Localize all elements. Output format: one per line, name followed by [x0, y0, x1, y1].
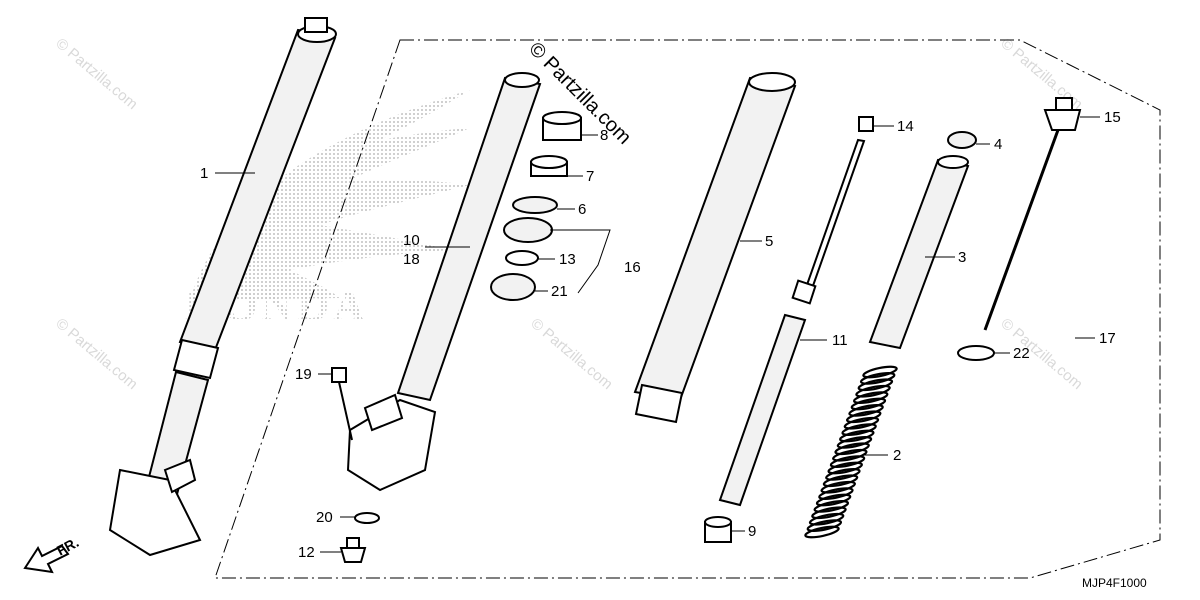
callout-8: 8	[600, 127, 608, 144]
callout-15: 15	[1104, 109, 1121, 126]
callout-4: 4	[994, 136, 1002, 153]
callout-18: 18	[403, 251, 420, 268]
callout-7: 7	[586, 168, 594, 185]
spring-coil	[818, 487, 854, 500]
spring-coil	[813, 500, 850, 513]
callout-9: 9	[748, 523, 756, 540]
fork-spring-part-2	[804, 365, 898, 539]
damper-rod-part-11	[718, 138, 866, 507]
front-direction-marker: FR.	[23, 534, 81, 574]
assembly-boundary	[214, 39, 1161, 579]
cap-bolt-part-15	[983, 97, 1082, 331]
spring-coil	[855, 384, 891, 398]
watermark-faint-ml: © Partzilla.com	[52, 315, 140, 393]
spring-coil	[836, 436, 873, 449]
spring-coil	[827, 461, 863, 475]
callout-11: 11	[832, 332, 848, 349]
spring-coil	[841, 423, 877, 436]
washer-part-20	[354, 512, 380, 524]
nut-part-14	[858, 116, 874, 132]
spring-coil	[839, 429, 875, 443]
ring-part-22	[957, 345, 995, 361]
callout-10: 10	[403, 232, 420, 249]
dust-seal-part-21	[490, 273, 536, 301]
spring-coil	[850, 397, 887, 411]
spring-coil	[862, 365, 898, 379]
bushing-part-8	[542, 111, 582, 141]
spring-coil	[829, 455, 866, 468]
callout-3: 3	[958, 249, 966, 266]
spring-coil	[825, 468, 861, 481]
spring-coil	[843, 416, 880, 430]
diagram-code: MJP4F1000	[1082, 576, 1147, 590]
spring-coil	[852, 391, 889, 404]
callout-6: 6	[578, 201, 586, 218]
pipe-part-3	[868, 155, 970, 350]
spring-coil	[804, 525, 840, 539]
spring-coil	[857, 378, 894, 392]
callout-1: 1	[200, 165, 208, 182]
washer-part-6	[512, 196, 558, 214]
spring-coil	[848, 404, 884, 417]
spring-coil	[834, 442, 870, 456]
callout-19: 19	[295, 366, 312, 383]
spring-coil	[846, 410, 882, 424]
spring-coil	[811, 506, 847, 520]
callouts: 1 2 3 4 5 6 7 8 9 10 11 12 13 14 15 16 1…	[200, 109, 1121, 561]
drain-bolt-part-12	[339, 537, 367, 563]
callout-12: 12	[298, 544, 315, 561]
callout-22: 22	[1013, 345, 1030, 362]
callout-13: 13	[559, 251, 576, 268]
spring-coil	[820, 480, 856, 494]
spring-coil	[822, 474, 859, 488]
fork-assembly-part-1	[108, 17, 337, 557]
watermark-faint-mc: © Partzilla.com	[527, 315, 615, 393]
callout-5: 5	[765, 233, 773, 250]
watermark-faint-tl: © Partzilla.com	[52, 35, 140, 113]
callout-16: 16	[624, 259, 641, 276]
collar-part-4	[947, 131, 977, 149]
spring-coil	[806, 519, 843, 532]
bushing-part-7	[530, 155, 568, 177]
callout-21: 21	[551, 283, 568, 300]
spring-coil	[859, 372, 896, 385]
oil-seal-kit-part-16-seal	[503, 217, 553, 243]
watermark-faint-mr: © Partzilla.com	[997, 315, 1085, 393]
callout-14: 14	[897, 118, 914, 135]
bolt-part-19	[331, 367, 353, 441]
spring-coil	[815, 493, 852, 507]
leader-lines	[215, 116, 1100, 553]
callout-20: 20	[316, 509, 333, 526]
spring-coil	[832, 448, 868, 462]
spring-coil	[808, 512, 845, 526]
piece-part-9	[704, 516, 732, 543]
callout-17: 17	[1099, 330, 1116, 347]
inner-tube-part-10	[346, 72, 542, 492]
outer-tube-part-5	[633, 72, 797, 424]
stopper-ring-part-13	[505, 250, 539, 266]
callout-2: 2	[893, 447, 901, 464]
